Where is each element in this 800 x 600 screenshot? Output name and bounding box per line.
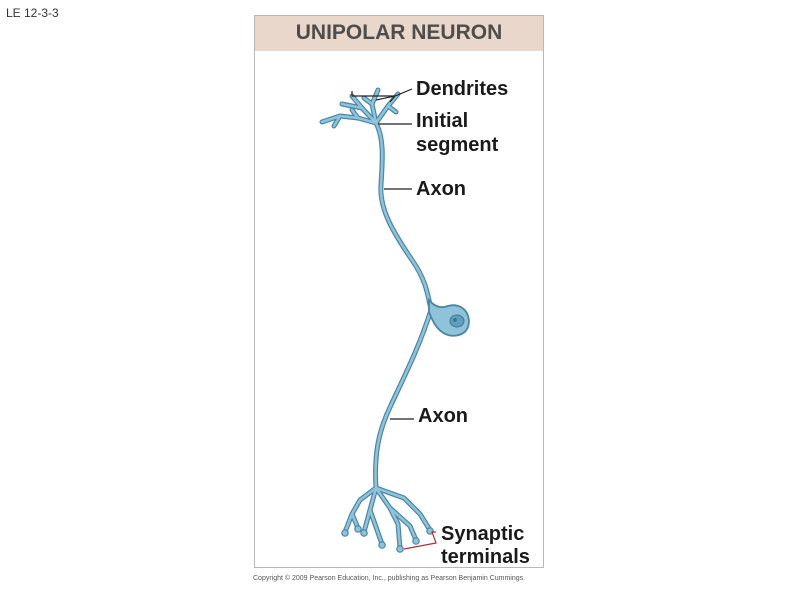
synaptic-knobs: [341, 525, 434, 553]
synaptic-leader: [403, 531, 437, 550]
cell-body: [428, 297, 470, 337]
label-segment: segment: [416, 134, 499, 156]
label-dendrites: Dendrites: [416, 78, 509, 100]
copyright-notice: Copyright © 2009 Pearson Education, Inc.…: [253, 575, 526, 582]
dendrites-leader: [351, 88, 413, 97]
figure-title: UNIPOLAR NEURON: [295, 21, 503, 44]
label-initial: Initial: [416, 110, 469, 132]
nucleus: [449, 314, 465, 328]
nucleolus: [453, 318, 457, 322]
label-terminals: terminals: [441, 546, 530, 568]
slide-label: LE 12-3-3: [6, 6, 59, 20]
label-axon-lower: Axon: [418, 405, 468, 427]
figure-panel: UNIPOLAR NEURON: [254, 15, 544, 568]
label-axon-upper: Axon: [416, 178, 466, 200]
figure-header: UNIPOLAR NEURON: [255, 16, 543, 51]
neuron-process-core: [320, 88, 433, 550]
leader-lines: [351, 88, 414, 420]
label-synaptic: Synaptic: [441, 523, 525, 545]
